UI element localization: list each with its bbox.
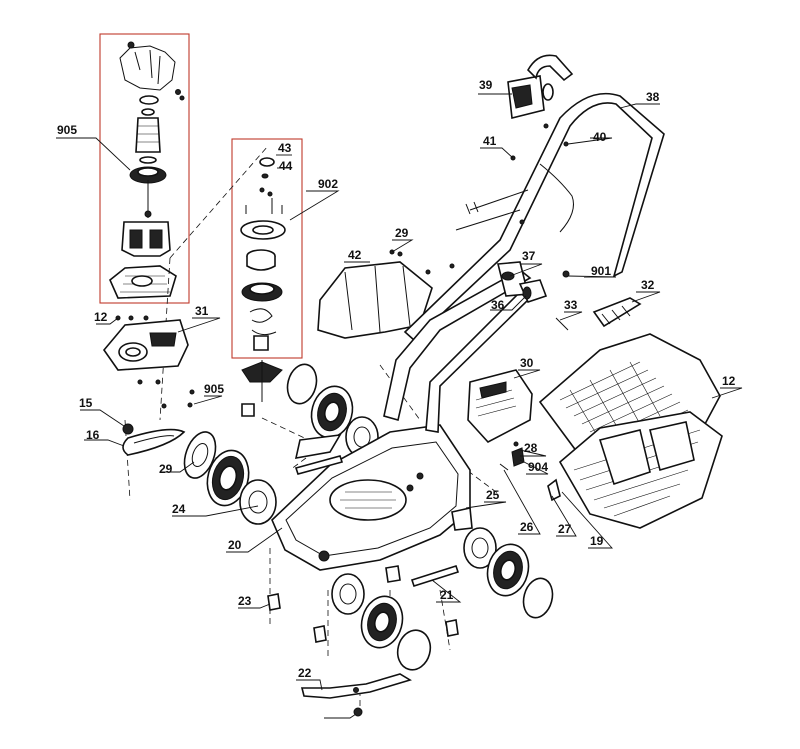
switch-box-part xyxy=(507,54,574,119)
callout-label: 905 xyxy=(57,123,78,137)
rear-wheel-left-part xyxy=(206,449,277,525)
upper-handle-part xyxy=(403,92,665,342)
mower-deck-part xyxy=(271,424,473,571)
callout-label: 23 xyxy=(238,594,252,608)
callout-label: 31 xyxy=(195,304,209,318)
wheel-set-upper-part xyxy=(286,363,379,458)
callout-label: 38 xyxy=(646,90,660,104)
callout-label: 15 xyxy=(79,396,93,410)
bracket-part-c xyxy=(445,619,459,637)
callout-label: 41 xyxy=(483,134,497,148)
callout-label: 16 xyxy=(86,428,100,442)
lower-handle-part xyxy=(383,261,532,433)
callout-label: 30 xyxy=(520,356,534,370)
rear-wheels-bottom-part xyxy=(331,573,432,671)
height-adjust-part xyxy=(240,157,286,417)
part-26 xyxy=(547,478,561,502)
callout-label: 12 xyxy=(722,374,736,388)
screw-40b-part xyxy=(543,123,549,129)
bracket-part-a xyxy=(385,565,401,583)
drive-belt-part xyxy=(122,428,186,456)
rod-23-part xyxy=(410,564,460,588)
grass-box-basket-part xyxy=(558,411,723,529)
callout-label: 36 xyxy=(491,298,505,312)
callout-label: 904 xyxy=(528,460,549,474)
callout-label: 25 xyxy=(486,488,500,502)
callout-label: 22 xyxy=(298,666,312,680)
cable-clips-part xyxy=(465,201,479,215)
screw-33-part xyxy=(555,317,569,331)
callout-label: 39 xyxy=(479,78,493,92)
callout-label: 21 xyxy=(440,588,454,602)
callout-label: 905 xyxy=(204,382,225,396)
height-adjust-assembly-frame xyxy=(231,138,303,359)
part-29b xyxy=(513,441,519,447)
callout-label: 32 xyxy=(641,278,655,292)
callout-label: 24 xyxy=(172,502,186,516)
bracket-part-b xyxy=(313,625,327,643)
motor-assembly-frame xyxy=(99,33,190,304)
wheel-hubcap-part xyxy=(183,431,217,479)
callout-label: 902 xyxy=(318,177,339,191)
callout-label: 44 xyxy=(279,159,293,173)
motor-assembly-part xyxy=(109,41,185,299)
part-25-screw xyxy=(499,463,509,471)
callout-label: 37 xyxy=(522,249,536,263)
screw-part-b xyxy=(449,263,455,269)
callout-label: 43 xyxy=(278,141,292,155)
callout-label: 42 xyxy=(348,248,362,262)
screw-part xyxy=(519,219,525,225)
part-901-knob xyxy=(562,270,570,278)
callout-label: 20 xyxy=(228,538,242,552)
callout-label: 19 xyxy=(590,534,604,548)
callout-label: 27 xyxy=(558,522,572,536)
lock-knob-part xyxy=(501,271,548,303)
motor-plate-part xyxy=(102,315,195,409)
callout-label: 901 xyxy=(591,264,612,278)
front-wheels-part xyxy=(463,527,554,619)
callout-label: 40 xyxy=(593,130,607,144)
bag-handle-part xyxy=(592,297,642,328)
callout-label: 29 xyxy=(159,462,173,476)
axle-rod-part xyxy=(294,455,344,475)
blade-part xyxy=(300,673,412,699)
callout-label: 33 xyxy=(564,298,578,312)
small-gear-part xyxy=(122,423,134,435)
callout-label: 28 xyxy=(524,441,538,455)
bracket-20-part xyxy=(267,593,281,611)
callout-label: 12 xyxy=(94,310,108,324)
callout-label: 29 xyxy=(395,226,409,240)
screw-40-part xyxy=(563,141,569,147)
rear-cover-part xyxy=(467,369,533,443)
callout-label: 26 xyxy=(520,520,534,534)
